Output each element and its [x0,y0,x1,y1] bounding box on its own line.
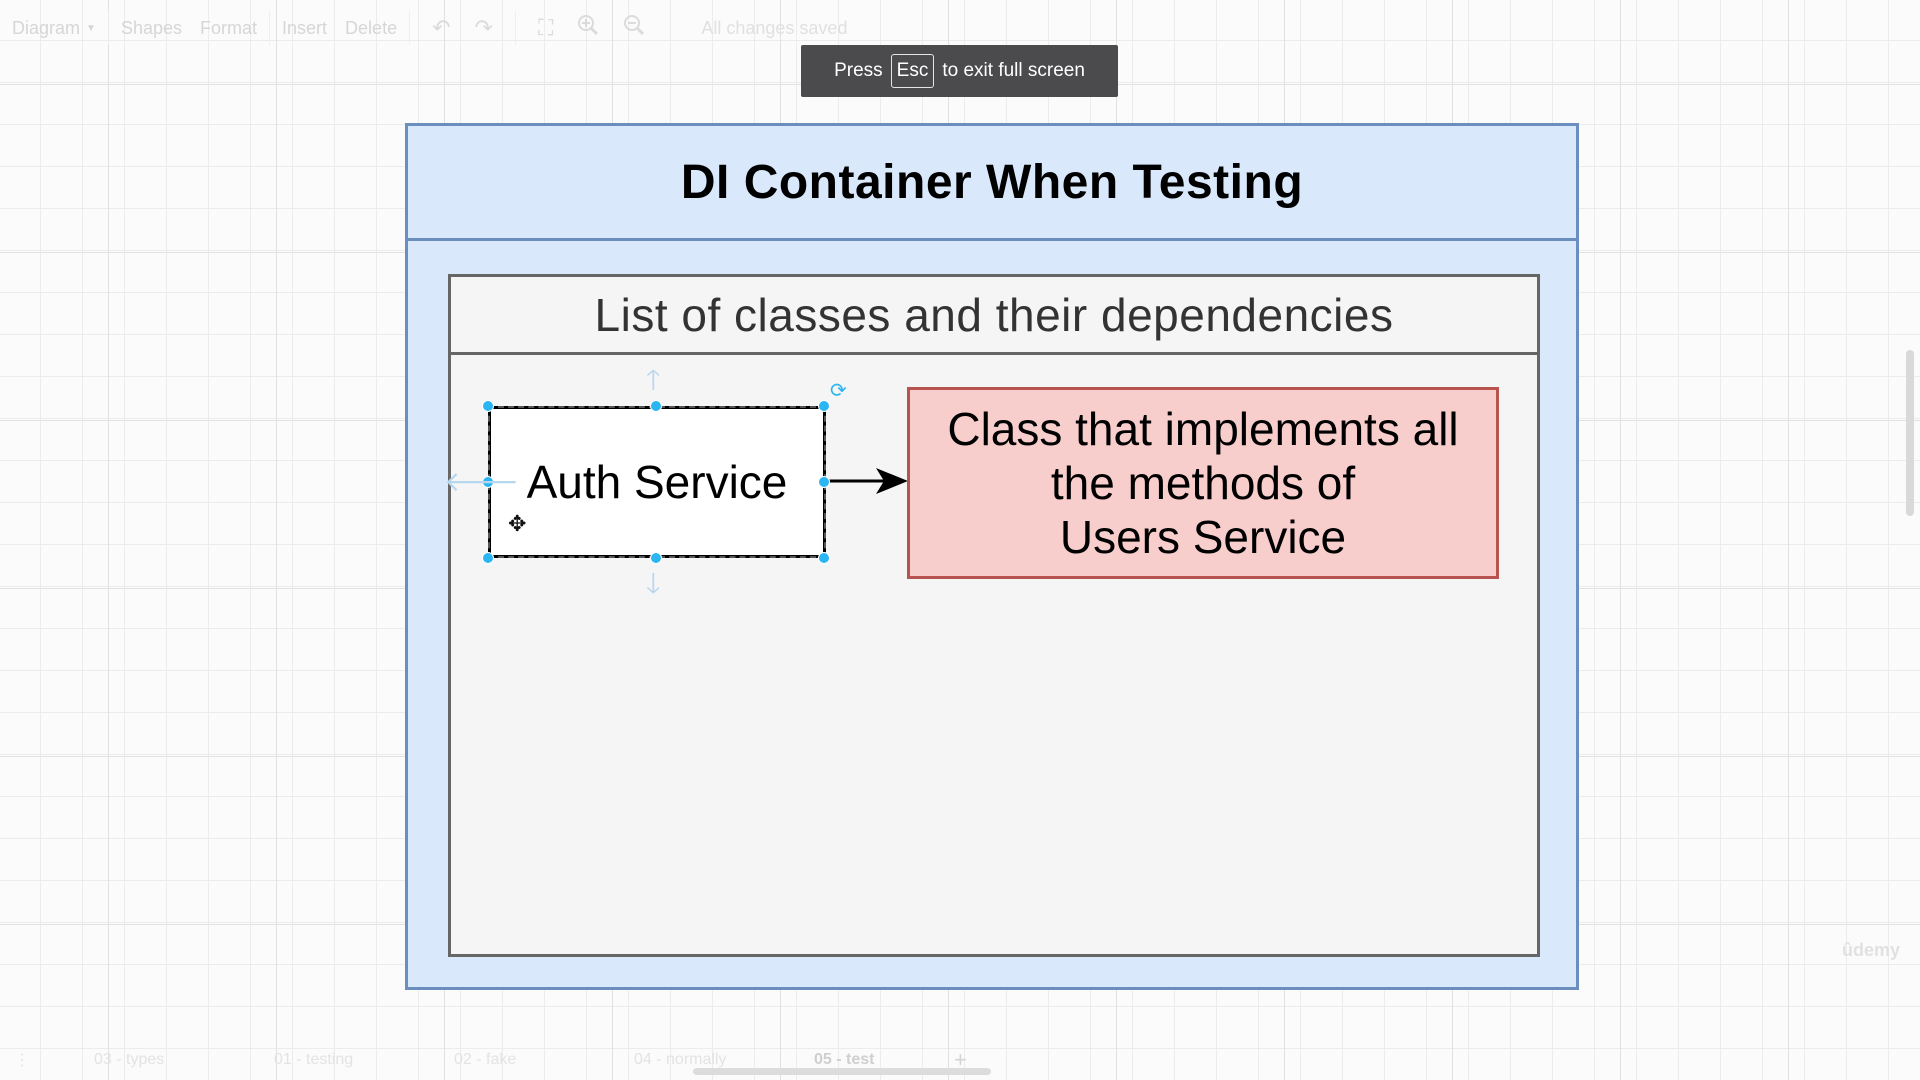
class-list-header: List of classes and their dependencies [451,277,1537,355]
resize-handle-s[interactable] [650,552,662,564]
diagram-title: DI Container When Testing [680,155,1304,209]
edit-group: Insert Delete [270,11,411,45]
resize-handle-nw[interactable] [482,400,494,412]
resize-handle-w[interactable] [482,476,494,488]
arrow-left-icon[interactable]: 🡐 [444,466,520,497]
dependency-line: the methods of [1050,457,1356,509]
insert-button[interactable]: Insert [282,17,328,38]
watermark-logo: ûdemy [1842,940,1901,960]
resize-handle-e[interactable] [818,476,830,488]
di-container-header: DI Container When Testing [408,126,1576,241]
zoom-in-icon[interactable] [577,14,599,42]
format-group: Shapes Format [109,11,271,45]
page-tab-active[interactable]: 05 - test [814,1051,875,1068]
zoom-out-icon[interactable] [623,14,645,42]
horizontal-scrollbar[interactable] [693,1068,991,1075]
diagram-menu-label: Diagram [12,17,81,38]
users-service-impl-box[interactable]: Class that implements all the methods of… [907,387,1499,579]
auth-service-box[interactable]: Auth Service [488,406,826,558]
dependency-arrow[interactable] [822,466,914,496]
dependency-line: Class that implements all [947,403,1459,455]
save-status: All changes saved [701,17,848,38]
resize-handle-se[interactable] [818,552,830,564]
toolbar: Diagram ▼ Shapes Format Insert Delete ↶ ↷… [0,0,1920,56]
page-tab[interactable]: 04 - normally [634,1051,727,1068]
arrow-up-icon[interactable]: 🡑 [646,364,661,395]
resize-handle-sw[interactable] [482,552,494,564]
resize-handle-n[interactable] [650,400,662,412]
class-list-title: List of classes and their dependencies [594,288,1394,341]
history-group: ↶ ↷ [410,11,516,45]
shapes-button[interactable]: Shapes [120,17,182,38]
format-button[interactable]: Format [200,17,258,38]
fullscreen-toast: Press Esc to exit full screen [801,45,1118,97]
resize-handle-ne[interactable] [818,400,830,412]
class-list-container[interactable]: List of classes and their dependencies [448,274,1540,957]
toast-press: Press [834,60,883,81]
pages-menu-icon[interactable]: ⋮ [14,1052,30,1069]
dependency-line: Users Service [1059,511,1347,563]
toast-suffix: to exit full screen [942,60,1085,81]
add-page-icon[interactable]: + [954,1047,967,1072]
diagram-menu[interactable]: Diagram ▼ [12,18,96,39]
rotate-icon[interactable]: ⟳ [830,380,847,402]
page-tabs: ⋮ 03 - types 01 - testing 02 - fake 04 -… [0,1040,1920,1080]
move-cursor-icon: ✥ [508,511,527,536]
page-tab[interactable]: 01 - testing [274,1051,354,1068]
page-tab[interactable]: 03 - types [94,1051,165,1068]
diagram-menu-group: Diagram ▼ [0,11,109,45]
undo-icon[interactable]: ↶ [432,15,451,40]
delete-button[interactable]: Delete [345,17,398,38]
redo-icon[interactable]: ↷ [474,15,493,40]
fullscreen-icon[interactable]: ⛶ [537,15,554,40]
auth-service-label: Auth Service [526,456,788,508]
chevron-down-icon: ▼ [86,23,96,35]
view-group: ⛶ All changes saved [516,11,860,45]
esc-key: Esc [890,54,935,88]
arrow-down-icon[interactable]: 🡓 [646,568,661,599]
page-tab[interactable]: 02 - fake [454,1051,517,1068]
vertical-scrollbar[interactable] [1906,350,1914,516]
